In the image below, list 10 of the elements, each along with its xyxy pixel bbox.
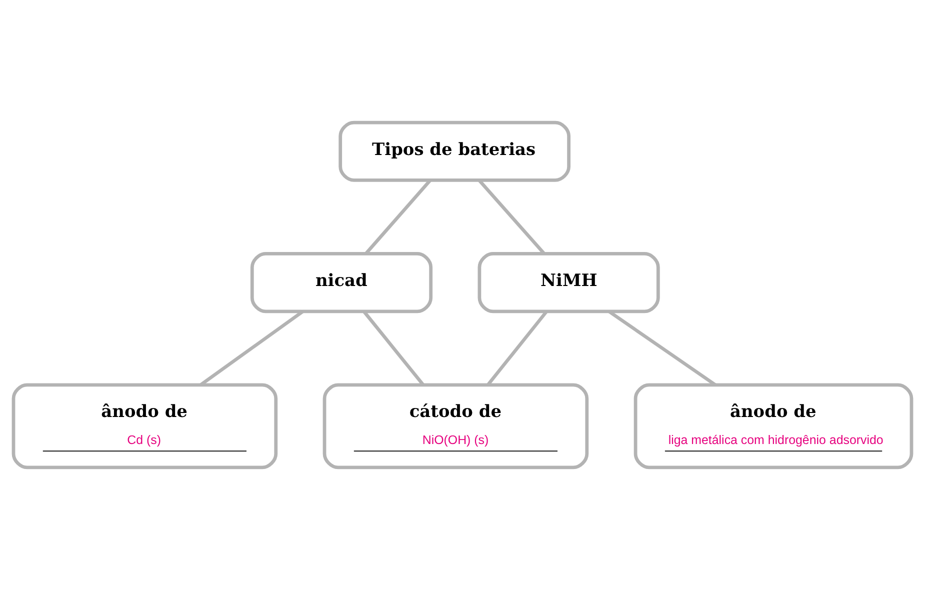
connector [364, 178, 432, 254]
connector [486, 310, 548, 386]
node-box: cátodo de NiO(OH) (s) [322, 382, 589, 469]
node-box: ânodo de Cd (s) [12, 382, 278, 469]
node-box: ânodo de liga metálica com hidrogênio adsorvido [634, 382, 914, 469]
node-box: NiMH [478, 252, 660, 313]
connector [478, 178, 546, 254]
node-box: nicad [250, 252, 433, 313]
connector [362, 310, 425, 386]
node-box: Tipos de baterias [338, 120, 571, 182]
